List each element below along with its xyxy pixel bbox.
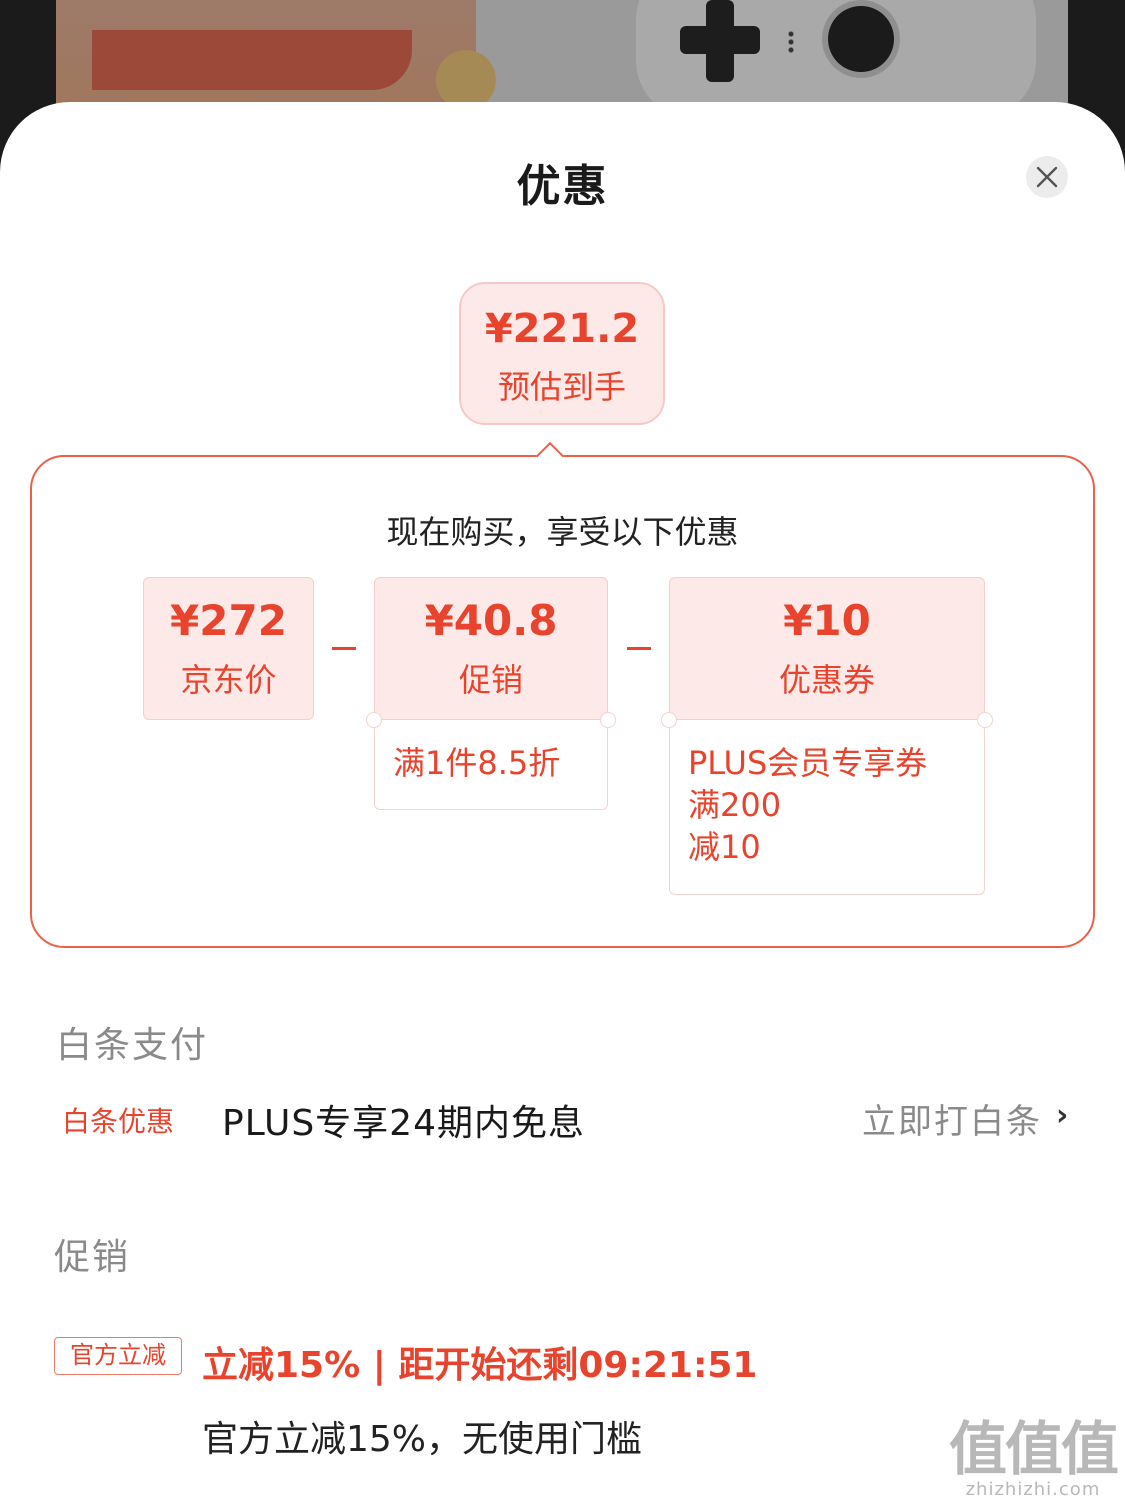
promotion-description: 官方立减15%，无使用门槛 [202,1419,643,1460]
baitiao-action-link[interactable]: 立即打白条 [862,1102,1042,1142]
minus-sign [627,647,651,650]
gamepad-dots [788,30,794,54]
background-product-image [56,0,1068,110]
discount-breakdown-panel: 现在购买，享受以下优惠 ¥272 京东价 ¥40.8 促销 满1件8.5折 ¥1… [30,441,1095,948]
promotion-card: ¥40.8 促销 [374,577,608,720]
banner-coin [436,50,496,110]
watermark-site: zhizhizhi.com [965,1479,1101,1500]
promotion-headline[interactable]: 立减15% | 距开始还剩09:21:51 [202,1345,758,1386]
promotion-label: 促销 [458,661,523,699]
coupon-value: ¥10 [783,596,871,645]
background-banner [56,0,496,110]
promotion-section-label: 促销 [54,1237,131,1278]
estimated-price-box: ¥221.2 预估到手 [459,282,665,425]
jd-price-card: ¥272 京东价 [143,577,314,720]
promotion-detail: 满1件8.5折 [374,720,608,810]
baitiao-row[interactable]: 白条优惠 PLUS专享24期内免息 立即打白条 › [0,1094,1125,1144]
close-button[interactable] [1026,156,1068,198]
chevron-right-icon: › [1056,1098,1069,1133]
coupon-detail: PLUS会员专享券 满200 减10 [669,720,985,895]
promotion-value: ¥40.8 [424,596,558,645]
breakdown-heading: 现在购买，享受以下优惠 [386,513,739,551]
close-icon [1036,166,1058,188]
ticket-notch [600,712,616,728]
panel-notch [535,441,565,471]
coupon-detail-line: 满200 [688,786,782,824]
banner-ribbon [92,30,412,90]
watermark-logo: 值值值 [948,1415,1119,1483]
sheet-title: 优惠 [516,161,609,212]
discount-sheet: 优惠 ¥221.2 预估到手 现在购买，享受以下优惠 ¥272 京东价 ¥40.… [0,102,1125,1506]
baitiao-section-label: 白条支付 [56,1025,209,1066]
promotion-detail-line: 满1件8.5折 [393,744,561,782]
baitiao-offer-text: PLUS专享24期内免息 [222,1103,585,1144]
gamepad-stick [828,6,894,72]
promotion-tag: 官方立减 [54,1337,182,1375]
watermark: 值值值 zhizhizhi.com [948,1415,1119,1500]
jd-price-label: 京东价 [180,661,277,699]
baitiao-tag: 白条优惠 [62,1105,175,1138]
coupon-label: 优惠券 [778,661,875,699]
jd-price-value: ¥272 [170,596,287,645]
ticket-notch [661,712,677,728]
estimated-price: ¥221.2 [484,306,640,352]
gamepad-dpad-horizontal [680,26,760,54]
ticket-notch [366,712,382,728]
coupon-detail-line: 减10 [688,828,761,866]
ticket-notch [977,712,993,728]
minus-sign [332,647,356,650]
coupon-card: ¥10 优惠券 [669,577,985,720]
estimated-label: 预估到手 [497,368,626,406]
coupon-detail-line: PLUS会员专享券 [688,744,928,782]
